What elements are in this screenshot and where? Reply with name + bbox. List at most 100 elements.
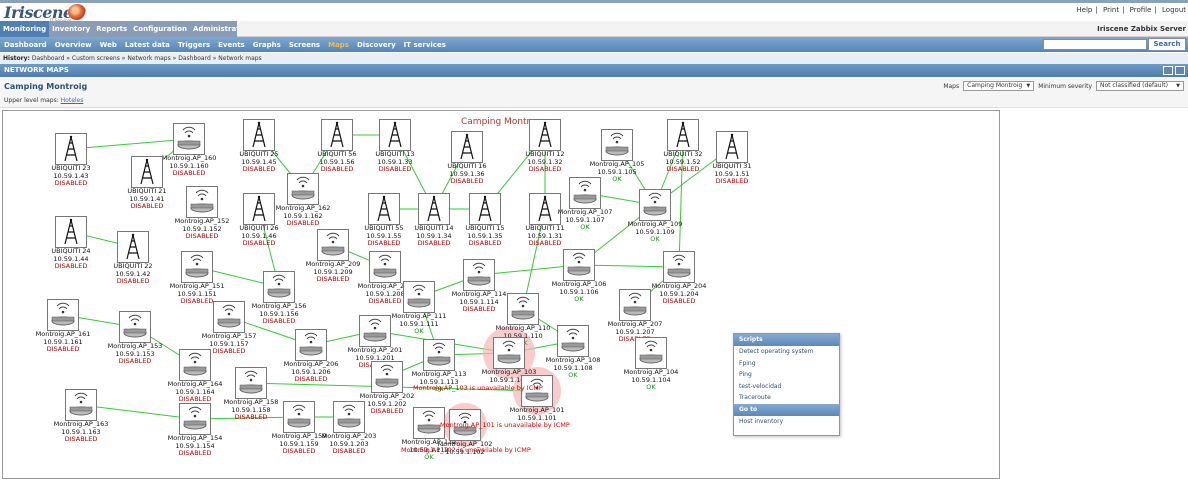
node-name: Montroig.AP_153 (107, 342, 163, 350)
menu-inventory[interactable]: Inventory (49, 21, 94, 37)
search-input[interactable] (1043, 39, 1147, 50)
submenu-screens[interactable]: Screens (288, 40, 321, 49)
node-ip: 10.59.1.209 (313, 267, 353, 276)
upper-level-link[interactable]: Hoteles (60, 97, 84, 104)
maps-select[interactable]: Camping Montroig▼ (963, 81, 1035, 91)
minimize-icon[interactable] (1163, 66, 1173, 75)
chevron-down-icon: ▼ (1026, 83, 1031, 89)
script-traceroute[interactable]: Traceroute (739, 394, 771, 401)
script-fping[interactable]: Fping (739, 359, 756, 367)
access-point-icon (173, 123, 205, 155)
map-link (678, 134, 684, 268)
menu-configuration[interactable]: Configuration (130, 21, 190, 37)
submenu-discovery[interactable]: Discovery (356, 40, 396, 49)
goto-host-inventory[interactable]: Host inventory (739, 417, 784, 425)
node-name: Montroig.AP_201 (347, 346, 403, 354)
logo[interactable]: Iriscene IT Services (4, 3, 96, 23)
submenu-web[interactable]: Web (99, 40, 117, 49)
submenu-graphs[interactable]: Graphs (252, 40, 281, 49)
submenu-overview[interactable]: Overview (54, 40, 92, 49)
profile-link[interactable]: Profile (1129, 6, 1152, 14)
node-ip: 10.59.1.32 (527, 157, 563, 166)
script-ping[interactable]: Ping (739, 371, 752, 378)
access-point-icon (179, 403, 211, 435)
print-link[interactable]: Print (1102, 6, 1120, 14)
antenna-tower-icon (529, 119, 561, 151)
antenna-tower-icon (418, 193, 450, 225)
fullscreen-icon[interactable] (1175, 66, 1185, 75)
node-ip: 10.59.1.113 (419, 377, 459, 386)
logout-link[interactable]: Logout (1162, 6, 1186, 14)
node-ip: 10.59.1.110 (503, 331, 543, 340)
node-status: DISABLED (54, 262, 88, 270)
search-button[interactable]: Search (1148, 38, 1186, 51)
submenu-maps[interactable]: Maps (328, 40, 349, 49)
menu-monitoring[interactable]: Monitoring (0, 21, 50, 37)
help-link[interactable]: Help (1076, 6, 1093, 14)
menu-reports[interactable]: Reports (93, 21, 131, 37)
script-test-velocidad[interactable]: test-velocidad (739, 382, 782, 390)
submenu-events[interactable]: Events (218, 40, 245, 49)
antenna-tower-icon (55, 133, 87, 165)
severity-select[interactable]: Not classified (default)▼ (1096, 81, 1184, 91)
history-label: History: (3, 55, 30, 62)
submenu-triggers[interactable]: Triggers (177, 40, 211, 49)
submenu-it-services[interactable]: IT services (403, 40, 446, 49)
script-detect-os[interactable]: Detect operating system (739, 348, 814, 355)
submenu-latest-data[interactable]: Latest data (124, 40, 170, 49)
node-status: DISABLED (528, 165, 562, 173)
submenu-dashboard[interactable]: Dashboard (4, 40, 47, 49)
history-path[interactable]: Dashboard » Custom screens » Network map… (31, 55, 262, 62)
